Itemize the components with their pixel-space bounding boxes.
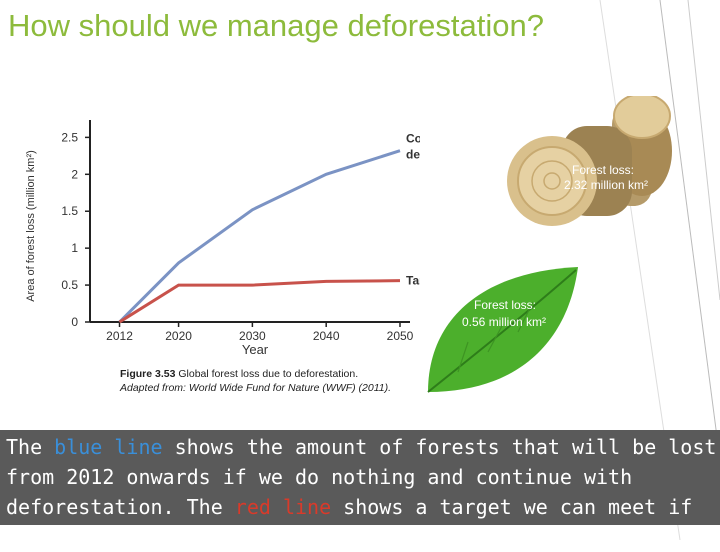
y-tick-label: 2.5 [61, 130, 78, 144]
explanation-part-1: The [6, 435, 55, 459]
y-tick-label: 0 [71, 315, 78, 329]
logs-loss-value: 2.32 million km² [564, 178, 648, 192]
red-line-term: red line [234, 495, 332, 519]
leaf-loss-value: 0.56 million km² [462, 315, 546, 329]
target-label: Target [406, 274, 420, 288]
continue-label-line1: Continue with [406, 132, 420, 146]
logs-loss-title: Forest loss: [572, 163, 634, 177]
x-tick-label: 2012 [106, 329, 133, 343]
explanation-text: The blue line shows the amount of forest… [0, 430, 720, 549]
series-line-target [118, 279, 401, 324]
explanation-part-2: shows the amount of forests that will be… [6, 435, 717, 519]
figure-label: Figure 3.53 [120, 368, 176, 380]
figure-caption: Figure 3.53 Global forest loss due to de… [120, 367, 391, 395]
y-tick-label: 1.5 [61, 204, 78, 218]
x-tick-label: 2030 [239, 329, 266, 343]
x-tick-label: 2050 [387, 329, 414, 343]
x-axis-label: Year [242, 342, 269, 357]
y-tick-label: 1 [71, 241, 78, 255]
y-axis-label: Area of forest loss (million km²) [25, 150, 37, 302]
cut-logs-image: Forest loss: 2.32 million km² [507, 96, 672, 226]
green-leaf-image: Forest loss: 0.56 million km² [427, 267, 578, 393]
blue-line-term: blue line [54, 435, 163, 459]
page-title: How should we manage deforestation? [8, 8, 544, 43]
y-tick-label: 0.5 [61, 278, 78, 292]
leaf-loss-title: Forest loss: [474, 298, 536, 312]
figure-text: Global forest loss due to deforestation. [175, 368, 359, 380]
y-tick-label: 2 [71, 167, 78, 181]
series-line-continue [118, 149, 401, 324]
continue-label-line2: deforestation [406, 148, 420, 162]
x-tick-label: 2040 [313, 329, 340, 343]
x-tick-label: 2020 [165, 329, 192, 343]
figure-source: Adapted from: World Wide Fund for Nature… [120, 382, 392, 394]
